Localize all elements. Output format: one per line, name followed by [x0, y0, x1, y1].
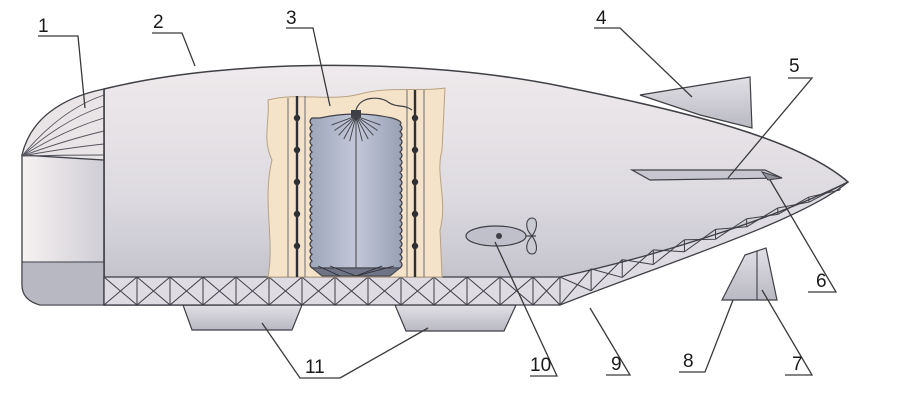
- frame-rings-inner: [287, 90, 425, 277]
- leader-11-a: [261, 322, 340, 379]
- label-7: 7: [792, 354, 803, 375]
- gas-valve: [351, 110, 361, 117]
- leader-lines: [38, 27, 838, 379]
- stern-band: [21, 261, 105, 306]
- label-9: 9: [611, 354, 622, 375]
- engine-hub: [496, 233, 502, 239]
- leader-3: [286, 27, 331, 107]
- label-10: 10: [530, 355, 551, 376]
- gondola-front: [182, 304, 303, 331]
- label-4: 4: [596, 8, 607, 29]
- label-3: 3: [286, 8, 297, 29]
- leader-5: [727, 77, 814, 179]
- frame-joints: [293, 114, 419, 250]
- keel-lattice: [103, 185, 841, 306]
- label-1: 1: [38, 16, 49, 37]
- label-5: 5: [789, 56, 800, 77]
- elevator-tip: [760, 171, 783, 181]
- label-6: 6: [816, 271, 827, 292]
- leader-2: [152, 32, 196, 67]
- cell-bottom-folds: [317, 265, 395, 277]
- leader-11-b: [339, 327, 429, 379]
- leader-7: [761, 289, 814, 376]
- leader-8: [679, 299, 734, 373]
- leader-6: [769, 179, 838, 293]
- cone-ribs: [21, 94, 105, 157]
- leader-9: [589, 307, 632, 376]
- label-8: 8: [683, 351, 694, 372]
- valve-pipe: [355, 97, 413, 111]
- leader-10: [494, 241, 559, 377]
- valve-rays: [331, 115, 381, 142]
- elevator-slot: [629, 169, 783, 181]
- gondola-rear: [394, 304, 517, 332]
- leader-4: [594, 27, 693, 98]
- label-11: 11: [305, 357, 325, 378]
- top-tail-fin: [639, 76, 753, 129]
- callout-labels: 1 2 3 4 5 6 7 8 9 10 11: [38, 8, 827, 378]
- leader-1: [38, 35, 86, 109]
- bottom-tail-fin: [721, 247, 778, 301]
- label-2: 2: [153, 12, 164, 33]
